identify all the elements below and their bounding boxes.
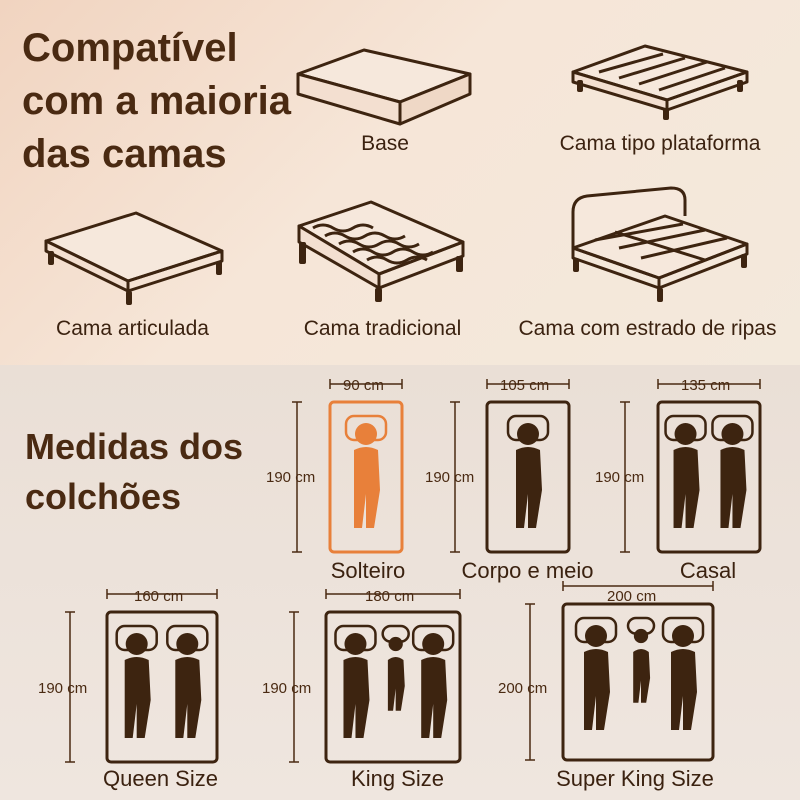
person-body-icon: [124, 657, 151, 738]
length-label: 190 cm: [38, 680, 88, 697]
bed-label-slatted: Cama com estrado de ripas: [518, 317, 777, 340]
person-head-icon: [388, 636, 403, 652]
person-head-icon: [422, 633, 445, 655]
bed-label-base: Base: [361, 132, 409, 155]
size-name: Solteiro: [330, 558, 406, 583]
length-label: 200 cm: [498, 680, 548, 697]
mattress-outline: [105, 610, 219, 764]
person-body-icon: [175, 657, 202, 738]
width-label: 105 cm: [500, 377, 550, 394]
length-label: 190 cm: [266, 469, 316, 486]
mattress: [450, 379, 571, 554]
heading-line: colchões: [25, 476, 182, 517]
size-name: King Size: [351, 766, 444, 791]
size-name: Super King Size: [556, 766, 714, 791]
width-label: 160 cm: [134, 588, 184, 605]
platform-bed-icon: [571, 44, 749, 120]
mattress: [525, 581, 715, 762]
heading-line: com a maioria: [22, 79, 292, 123]
person-head-icon: [176, 633, 199, 655]
person-head-icon: [672, 625, 694, 647]
width-label: 135 cm: [681, 377, 731, 394]
traditional-bed-icon: [297, 200, 465, 302]
person-body-icon: [584, 649, 610, 730]
person-head-icon: [633, 628, 649, 644]
sizes-heading: Medidas dos colchões: [25, 422, 243, 522]
person-head-icon: [721, 423, 744, 445]
length-label: 190 cm: [595, 469, 645, 486]
person-head-icon: [125, 633, 148, 655]
compatibility-heading: Compatível com a maioria das camas: [22, 22, 291, 181]
length-label: 190 cm: [425, 469, 475, 486]
heading-line: das camas: [22, 132, 227, 176]
person-body-icon: [671, 649, 697, 730]
mattress-outline: [561, 602, 715, 762]
mattress: [289, 589, 462, 764]
person-head-icon: [355, 423, 377, 445]
person-head-icon: [344, 633, 367, 655]
person-body-icon: [720, 447, 747, 528]
mattress-outline: [656, 400, 762, 554]
size-name: Corpo e meio: [461, 558, 594, 583]
mattress-outline: [328, 400, 404, 554]
width-label: 200 cm: [607, 588, 657, 605]
person-body-icon: [516, 447, 542, 528]
width-label: 90 cm: [343, 377, 384, 394]
bed-label-platform: Cama tipo plataforma: [559, 132, 761, 155]
bed-label-traditional: Cama tradicional: [303, 317, 462, 340]
person-body-icon: [387, 657, 405, 711]
bed-label-articulated: Cama articulada: [56, 317, 209, 340]
width-label: 180 cm: [365, 588, 415, 605]
person-body-icon: [673, 447, 700, 528]
person-body-icon: [421, 657, 448, 738]
mattress-outline: [324, 610, 462, 764]
mattress-outline: [485, 400, 571, 554]
base-bed-icon: [296, 48, 472, 126]
person-head-icon: [517, 423, 539, 445]
person-head-icon: [585, 625, 607, 647]
size-name: Queen Size: [103, 766, 218, 791]
person-body-icon: [633, 649, 651, 703]
articulated-bed-icon: [44, 211, 224, 305]
slatted-bed-icon: [571, 186, 749, 302]
heading-line: Medidas dos: [25, 426, 244, 467]
mattress: [292, 379, 404, 554]
mattress: [620, 379, 762, 554]
mattress: [65, 589, 219, 764]
person-body-icon: [343, 657, 370, 738]
size-name: Casal: [679, 558, 737, 583]
person-head-icon: [674, 423, 697, 445]
length-label: 190 cm: [262, 680, 312, 697]
person-body-icon: [354, 447, 380, 528]
heading-line: Compatível: [22, 26, 238, 70]
